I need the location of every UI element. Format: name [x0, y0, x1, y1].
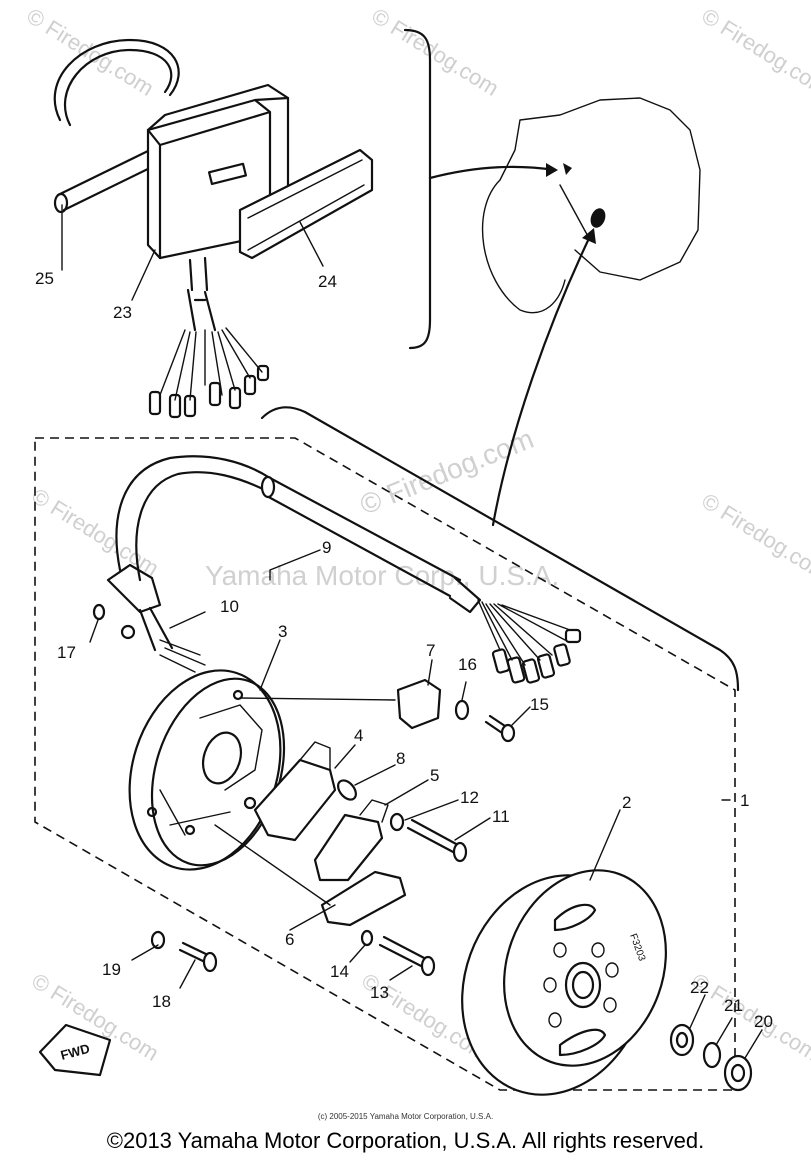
pulser-coil — [320, 870, 407, 927]
screw-17 — [92, 603, 106, 621]
assembly-frame — [34, 406, 740, 1091]
watermark-yamaha: Yamaha Motor Corp., U.S.A. — [205, 560, 559, 591]
part-number: 25 — [35, 269, 54, 288]
ignition-components — [214, 678, 442, 927]
vent-tube-loop — [53, 38, 180, 122]
watermark-text: © Firedog.com — [697, 3, 811, 101]
part-number: 12 — [460, 788, 479, 807]
part-number: 15 — [530, 695, 549, 714]
leader-arrow-magneto — [491, 230, 594, 527]
copyright-small: (c) 2005-2015 Yamaha Motor Corporation, … — [317, 1112, 494, 1121]
part-numbers: 1 2 3 4 5 6 7 8 9 10 11 12 13 14 15 16 1… — [35, 269, 773, 1031]
part-number: 20 — [754, 1012, 773, 1031]
wire-harness — [106, 455, 582, 684]
washer-14 — [360, 929, 374, 947]
washer-16 — [454, 699, 470, 721]
leader-lines — [61, 204, 763, 1059]
group-bracket — [260, 406, 740, 692]
part-number: 6 — [285, 930, 294, 949]
part-number: 16 — [458, 655, 477, 674]
stator-plate — [128, 669, 286, 871]
part-number: 2 — [622, 793, 631, 812]
inset-bracket — [403, 28, 432, 350]
watermark-text: © Firedog.com — [367, 3, 503, 101]
part-number: 7 — [426, 641, 435, 660]
part-number: 23 — [113, 303, 132, 322]
washer-21 — [702, 1041, 722, 1069]
part-number: 22 — [690, 978, 709, 997]
cdi-wire-bundle — [188, 256, 209, 292]
nut-20 — [723, 1054, 753, 1092]
part-number: 24 — [318, 272, 337, 291]
location-marker-cdi — [563, 163, 572, 175]
watermark-layer: © Firedog.com © Firedog.com © Firedog.co… — [22, 3, 811, 1066]
fwd-label: FWD — [59, 1041, 91, 1063]
collar — [337, 779, 357, 801]
vent-tube-end — [56, 148, 158, 212]
washer-22 — [669, 1023, 695, 1057]
part-number: 11 — [492, 807, 510, 826]
location-marker-magneto — [590, 208, 606, 228]
part-number: 9 — [322, 538, 331, 557]
neutral-switch — [396, 678, 442, 730]
screw-11 — [406, 818, 460, 855]
part-number: 10 — [220, 597, 239, 616]
part-number: 5 — [430, 766, 439, 785]
washer-19 — [150, 930, 166, 950]
part-number: 17 — [57, 643, 76, 662]
grommet — [106, 563, 162, 614]
watermark-text: © Firedog.com — [22, 3, 158, 101]
part-number: 3 — [278, 622, 287, 641]
part-number: 8 — [396, 749, 405, 768]
harness-sheath — [115, 455, 272, 572]
screw-13 — [378, 935, 430, 970]
fasteners — [92, 603, 753, 1092]
part-number: 19 — [102, 960, 121, 979]
part-number: 18 — [152, 992, 171, 1011]
watermark-center: © Firedog.com — [356, 423, 538, 521]
cdi-unit-group — [53, 38, 374, 419]
watermark-text: © Firedog.com — [697, 488, 811, 586]
screw-18 — [178, 941, 210, 964]
fwd-arrow: FWD — [38, 1023, 112, 1077]
motorcycle-outline — [481, 97, 701, 314]
part-number: 1 — [740, 791, 749, 810]
location-inset — [403, 28, 701, 527]
copyright-footer: ©2013 Yamaha Motor Corporation, U.S.A. A… — [106, 1128, 705, 1153]
part-number: 21 — [724, 996, 743, 1015]
part-number: 14 — [330, 962, 349, 981]
washer-12 — [389, 812, 405, 832]
part-number: 13 — [370, 983, 389, 1002]
mounting-strap — [238, 148, 374, 260]
watermark-text: © Firedog.com — [27, 483, 163, 581]
flywheel-rotor: F3203 — [461, 869, 667, 1096]
part-number: 4 — [354, 726, 363, 745]
leader-arrow-cdi — [428, 165, 557, 180]
charging-coil — [313, 813, 384, 882]
